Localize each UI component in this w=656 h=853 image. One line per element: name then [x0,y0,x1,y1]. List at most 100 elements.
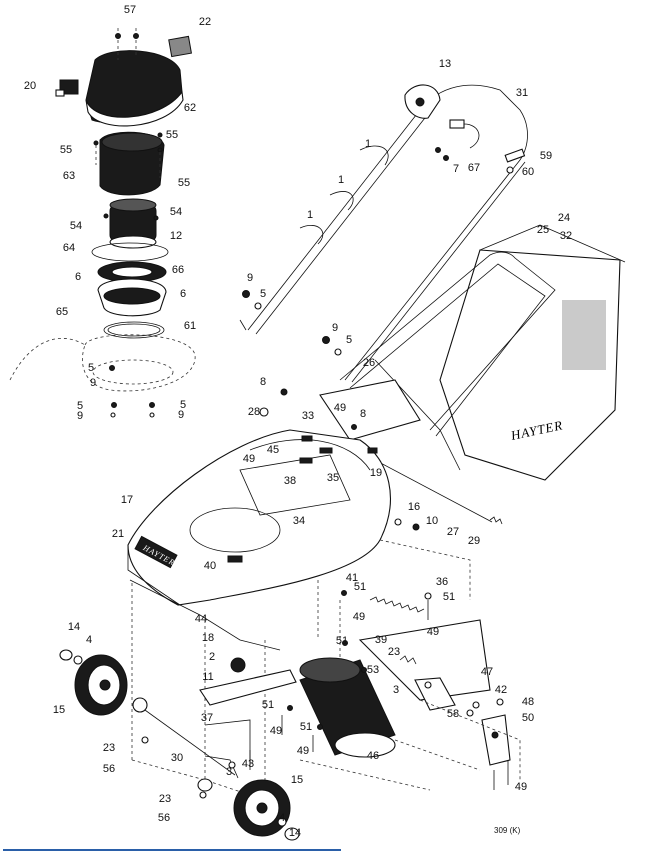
screws-57 [115,28,139,60]
engine-fixings [93,132,163,418]
callout-9: 9 [178,409,184,421]
callout-4: 4 [86,634,92,646]
callout-1: 1 [338,174,344,186]
bottom-rule [3,849,341,851]
callout-51: 51 [300,721,312,733]
callout-9: 9 [90,377,96,389]
callout-9: 9 [77,410,83,422]
callout-10: 10 [426,515,438,527]
callout-4: 4 [279,812,285,824]
callout-31: 31 [516,87,528,99]
callout-25: 25 [537,224,549,236]
callout-65: 65 [56,306,68,318]
callout-54: 54 [170,206,182,218]
height-adjuster-47 [358,619,491,701]
callout-51: 51 [262,699,274,711]
fan-housing-63 [99,131,165,196]
callout-28: 28 [248,406,260,418]
callout-66: 66 [172,264,184,276]
reference-code: 309 (K) [494,826,521,835]
hub-caps-14-4 [59,649,300,841]
callout-20: 20 [24,80,36,92]
callout-5: 5 [77,400,83,412]
callout-51: 51 [443,591,455,603]
callout-13: 13 [439,58,451,70]
callout-19: 19 [370,467,382,479]
callout-1: 1 [365,138,371,150]
roller-46 [299,657,481,771]
callout-45: 45 [267,444,279,456]
reference-frame-dashes [299,539,521,791]
bearing-ring-66 [97,261,167,283]
callout-57: 57 [124,4,136,16]
callout-2: 2 [209,651,215,663]
motor-12 [109,198,157,249]
callout-8: 8 [360,408,366,420]
callout-49: 49 [270,725,282,737]
callout-64: 64 [63,242,75,254]
wheel-15-rear [74,654,128,716]
callout-3: 3 [393,684,399,696]
wheel-15-front [233,779,291,837]
callout-51: 51 [336,635,348,647]
callout-49: 49 [243,453,255,465]
callout-43: 43 [242,758,254,770]
callout-15: 15 [291,774,303,786]
mesh-pattern [562,300,606,370]
cable-clips-1 [299,145,389,245]
callout-6: 6 [180,288,186,300]
callout-55: 55 [60,144,72,156]
callout-56: 56 [103,763,115,775]
seal-61 [103,321,165,339]
axle-30 [137,704,239,779]
callout-21: 21 [112,528,124,540]
callout-11: 11 [202,671,213,683]
callout-47: 47 [481,666,493,678]
callout-5: 5 [88,362,94,374]
callout-22: 22 [199,16,211,28]
callout-44: 44 [195,613,207,625]
spring-36 [369,596,425,613]
callout-46: 46 [367,750,379,762]
callout-51: 51 [354,581,366,593]
callout-62: 62 [184,102,196,114]
callout-49: 49 [334,402,346,414]
misc-fixings [228,388,509,790]
bracket-50 [481,714,511,766]
callout-56: 56 [158,812,170,824]
callout-24: 24 [558,212,570,224]
callout-63: 63 [63,170,75,182]
callout-48: 48 [522,696,534,708]
motor-cover-62 [85,50,184,127]
callout-67: 67 [468,162,480,174]
callout-14: 14 [68,621,80,633]
callout-34: 34 [293,515,305,527]
callout-37: 37 [201,712,213,724]
gasket-64 [91,242,169,262]
rod-27 [374,459,503,525]
callout-49: 49 [353,611,365,623]
callout-5: 5 [180,399,186,411]
callout-26: 26 [363,357,375,369]
callout-32: 32 [560,230,572,242]
engine-mount-outline [9,334,196,392]
callout-29: 29 [468,535,480,547]
callout-55: 55 [166,129,178,141]
clamp-59-60 [504,148,526,174]
callout-23: 23 [103,742,115,754]
callout-42: 42 [495,684,507,696]
callout-9: 9 [332,322,338,334]
callout-33: 33 [302,410,314,422]
callout-3: 3 [226,766,232,778]
callout-59: 59 [540,150,552,162]
callout-23: 23 [159,793,171,805]
callout-5: 5 [260,288,266,300]
callout-55: 55 [178,177,190,189]
handle-fixings [242,147,449,356]
callout-58: 58 [447,708,459,720]
callout-12: 12 [170,230,182,242]
callout-61: 61 [184,320,196,332]
callout-54: 54 [70,220,82,232]
